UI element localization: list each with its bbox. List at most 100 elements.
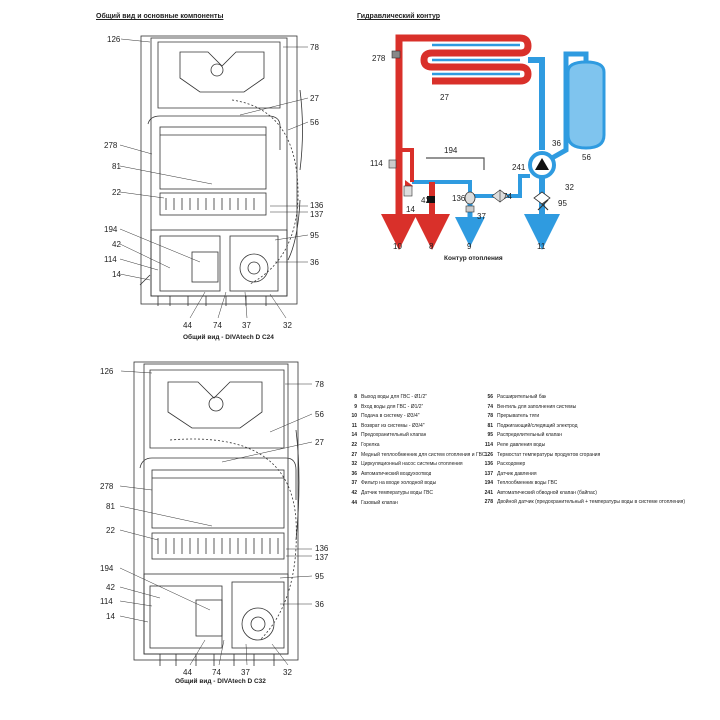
- c24-label-81: 81: [112, 162, 121, 171]
- c24-label-22: 22: [112, 188, 121, 197]
- c24-label-194: 194: [104, 225, 118, 234]
- hyd-label-95: 95: [558, 199, 567, 208]
- c24-label-36: 36: [310, 258, 319, 267]
- c32-label-37: 37: [241, 668, 250, 677]
- hyd-label-36: 36: [552, 139, 561, 148]
- c24-label-136: 136: [310, 201, 324, 210]
- c32-label-126: 126: [100, 367, 114, 376]
- c32-label-27: 27: [315, 438, 324, 447]
- c24-label-27: 27: [310, 94, 319, 103]
- c24-label-56: 56: [310, 118, 319, 127]
- c32-label-14: 14: [106, 612, 115, 621]
- hyd-label-14: 14: [406, 205, 415, 214]
- burner-c32: [151, 532, 285, 560]
- c32-label-194: 194: [100, 564, 114, 573]
- c24-label-95: 95: [310, 231, 319, 240]
- hyd-label-74: 74: [503, 192, 512, 201]
- c32-label-36: 36: [315, 600, 324, 609]
- c32-label-114: 114: [100, 597, 113, 606]
- c24-label-44: 44: [183, 321, 192, 330]
- c24-label-114: 114: [104, 255, 117, 264]
- heat-exchanger-c32: [151, 469, 285, 529]
- c32-label-32: 32: [283, 668, 292, 677]
- c32-label-42: 42: [106, 583, 115, 592]
- c32-label-44: 44: [183, 668, 192, 677]
- hot-supply-pipe: [395, 34, 432, 228]
- hyd-label-10: 10: [393, 242, 402, 251]
- c32-label-136: 136: [315, 544, 329, 553]
- c24-label-42: 42: [112, 240, 121, 249]
- hyd-label-37: 37: [477, 212, 486, 221]
- hyd-label-11: 11: [537, 242, 546, 251]
- hyd-label-278: 278: [372, 54, 386, 63]
- hyd-label-9: 9: [467, 242, 472, 251]
- c32-label-78: 78: [315, 380, 324, 389]
- hydraulic-title: Гидравлический контур: [357, 13, 441, 20]
- hyd-label-194: 194: [444, 146, 458, 155]
- c24-label-278: 278: [104, 141, 118, 150]
- hyd-label-32: 32: [565, 183, 574, 192]
- return-pipe-top: [528, 57, 545, 150]
- hyd-label-56: 56: [582, 153, 591, 162]
- heat-exchanger-coil: [420, 34, 532, 85]
- overview-title: Общий вид и основные компоненты: [96, 13, 224, 20]
- pump-c24: [239, 253, 269, 283]
- c24-label-137: 137: [310, 210, 324, 219]
- c32-label-81: 81: [106, 502, 115, 511]
- c32-label-95: 95: [315, 572, 324, 581]
- c24-label-37: 37: [242, 321, 251, 330]
- c32-label-278: 278: [100, 482, 114, 491]
- burner-c24: [159, 192, 267, 216]
- expansion-vessel: [566, 60, 606, 150]
- c32-label-137: 137: [315, 553, 329, 562]
- hyd-label-136: 136: [452, 194, 466, 203]
- c32-label-56: 56: [315, 410, 324, 419]
- c24-label-74: 74: [213, 321, 222, 330]
- c24-label-14: 14: [112, 270, 121, 279]
- c24-label-126: 126: [107, 35, 121, 44]
- c32-label-22: 22: [106, 526, 115, 535]
- hyd-label-42: 42: [421, 196, 430, 205]
- pump-c32: [241, 607, 275, 641]
- caption-c24: Общий вид - DIVAtech D C24: [183, 334, 274, 341]
- hyd-label-114: 114: [370, 159, 383, 168]
- c24-label-78: 78: [310, 43, 319, 52]
- hyd-label-8: 8: [429, 242, 434, 251]
- hyd-label-27: 27: [440, 93, 449, 102]
- c24-label-32: 32: [283, 321, 292, 330]
- caption-c32: Общий вид - DIVAtech D C32: [175, 678, 266, 685]
- heat-exchanger-c24: [159, 126, 267, 190]
- heating-circuit-caption: Контур отопления: [444, 255, 503, 262]
- c32-label-74: 74: [212, 668, 221, 677]
- hyd-label-241: 241: [512, 163, 526, 172]
